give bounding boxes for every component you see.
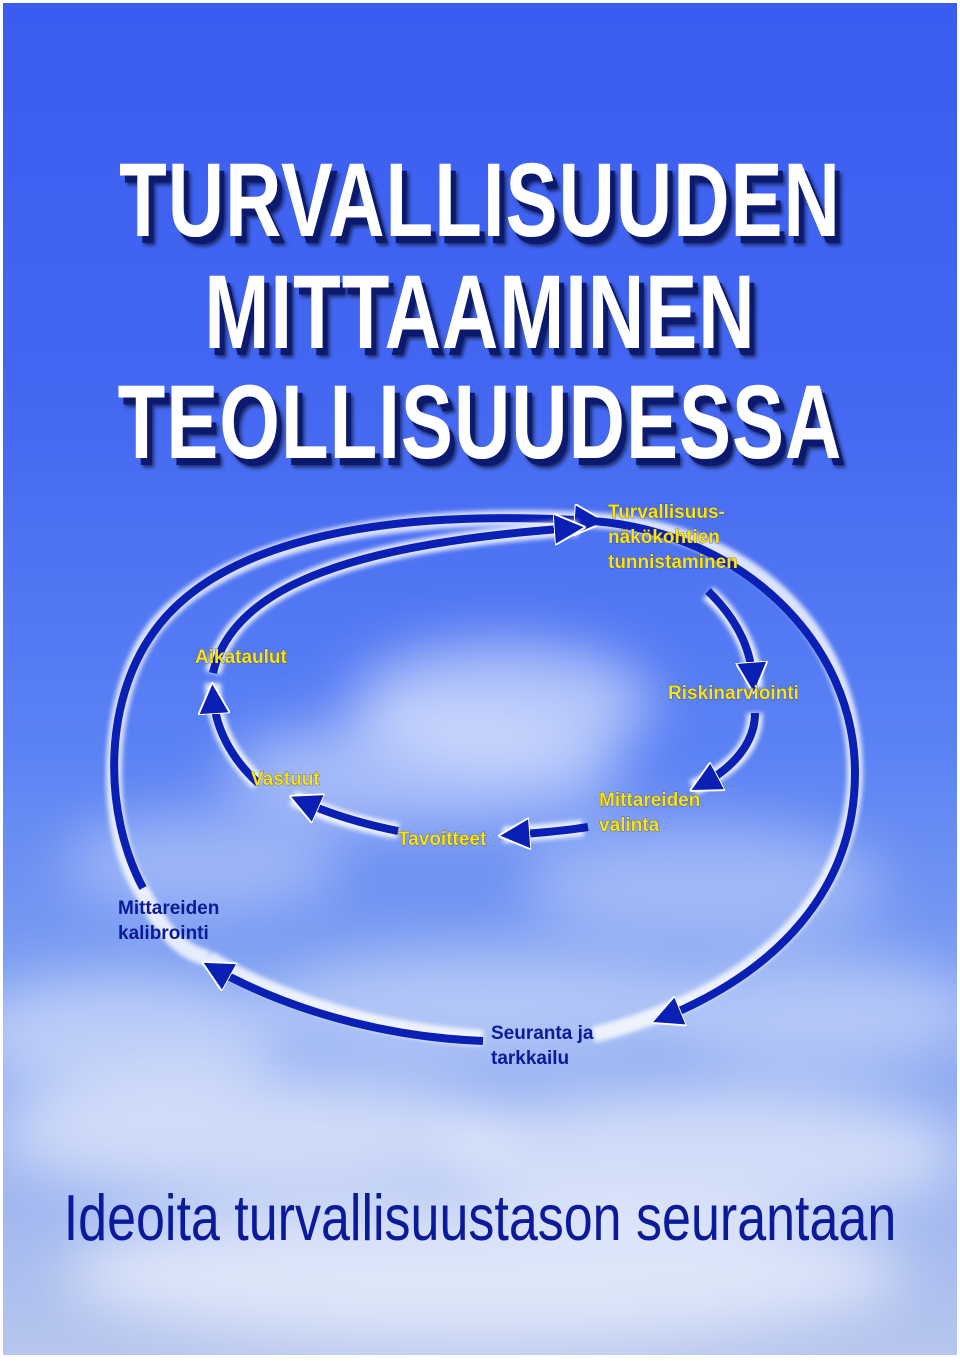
- label-mittareiden-kalibrointi: Mittareiden kalibrointi: [118, 898, 225, 944]
- subtitle: Ideoita turvallisuustason seurantaan: [63, 1182, 897, 1255]
- title-line-3: TEOLLISUUDESSA: [117, 362, 843, 482]
- arrow-to-mittareiden-valinta: [701, 712, 759, 785]
- outer-arrow-to-seuranta: [663, 772, 859, 1018]
- inner-cycle-arrows: [213, 528, 755, 835]
- arrow-to-vastuut: [301, 801, 399, 835]
- cloud-background: [3, 643, 957, 1343]
- label-seuranta-tarkkailu: Seuranta ja tarkkailu: [491, 1023, 599, 1069]
- outer-arrow-up-left: [110, 518, 593, 890]
- outer-cycle-arrows: [105, 517, 864, 1046]
- title-line-2: MITTAAMINEN: [204, 252, 756, 372]
- label-aikataulut: Aikataulut: [195, 647, 288, 668]
- label-vastuut: Vastuut: [251, 769, 320, 790]
- safety-measurement-cycle-diagram: Turvallisuus- näkökohtien tunnistaminen …: [105, 502, 864, 1069]
- title-line-1: TURVALLISUUDEN: [119, 140, 841, 260]
- outer-arrow-to-kalibrointi: [213, 968, 484, 1045]
- arrow-to-tavoitteet: [511, 827, 589, 835]
- arrow-to-aikataulut: [213, 695, 261, 786]
- label-mittareiden-valinta: Mittareiden valinta: [599, 790, 706, 836]
- cover-page: TURVALLISUUDEN MITTAAMINEN TEOLLISUUDESS…: [3, 3, 957, 1355]
- label-tavoitteet: Tavoitteet: [398, 829, 487, 850]
- label-riskinarviointi: Riskinarviointi: [668, 683, 799, 704]
- arrow-to-riskinarviointi: [705, 588, 753, 681]
- outer-arrow-top-right: [592, 517, 859, 774]
- arrow-to-tunnistaminen: [209, 528, 573, 674]
- label-tunnistaminen: Turvallisuus- näkökohtien tunnistaminen: [608, 502, 738, 573]
